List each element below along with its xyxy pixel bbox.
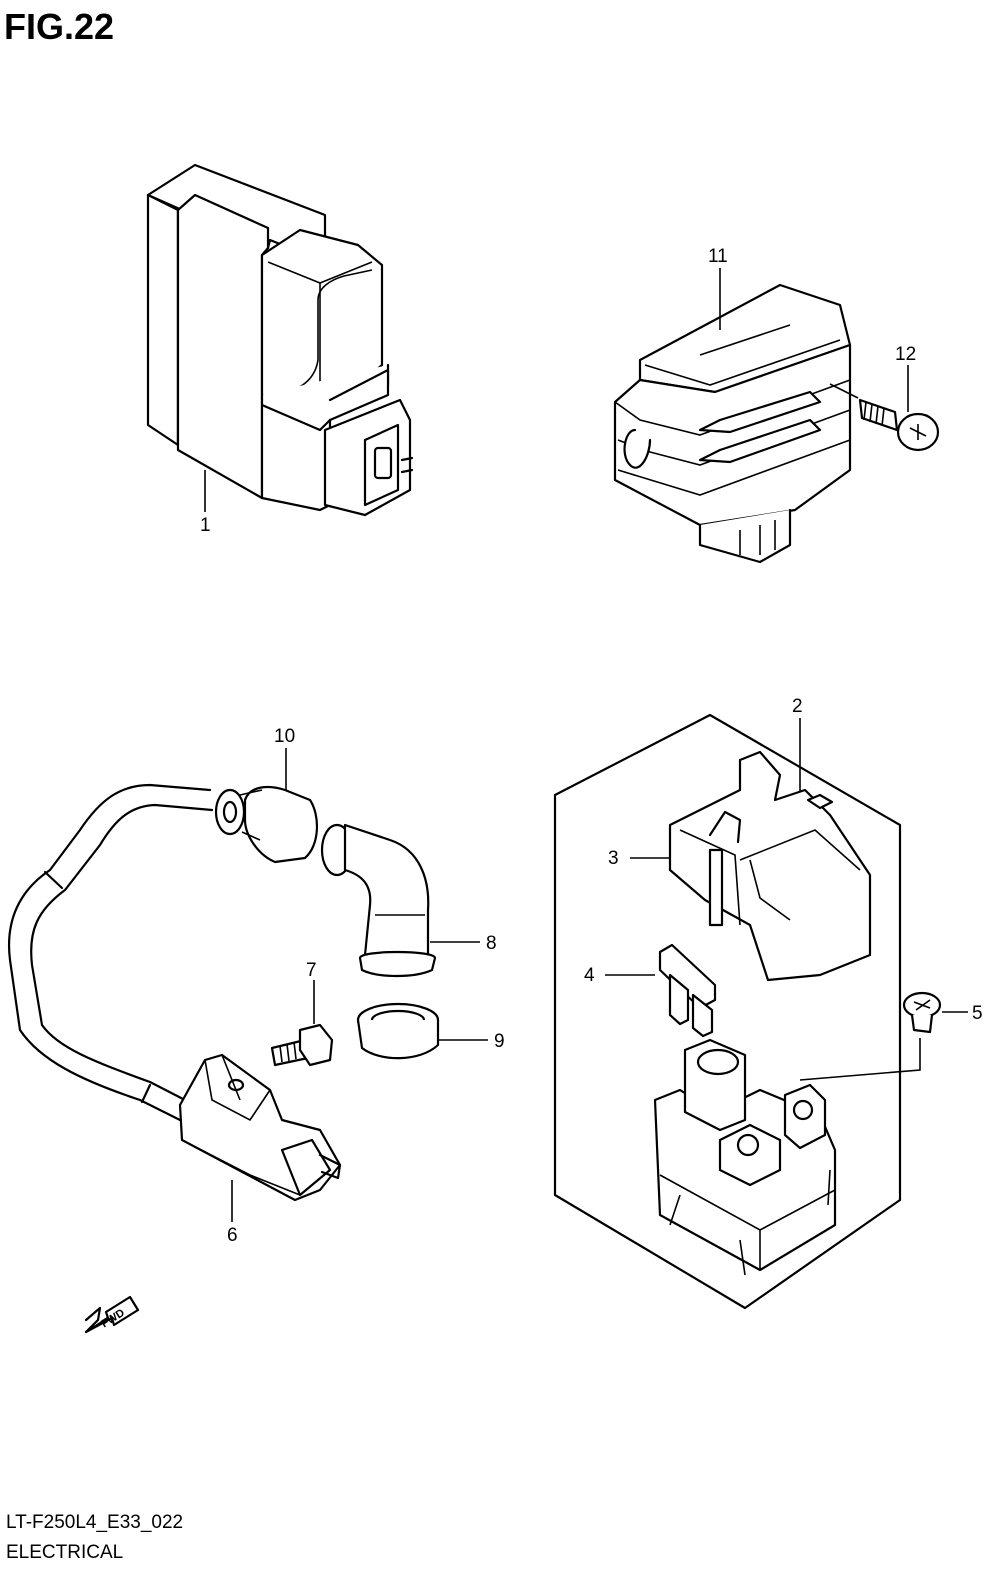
- part-4-fuse: 4: [584, 943, 717, 1038]
- part-7-bolt: 7: [270, 960, 334, 1067]
- fwd-arrow-icon: FWD: [84, 1295, 140, 1334]
- callout-12: 12: [895, 344, 916, 365]
- diagram-caption: ELECTRICAL: [6, 1542, 124, 1563]
- starter-relay-body: [653, 1038, 837, 1276]
- callout-4: 4: [584, 965, 595, 986]
- part-6-ignition-coil: 6: [8, 783, 342, 1246]
- figure-title: FIG.22: [4, 6, 115, 47]
- callout-11: 11: [708, 246, 728, 267]
- callout-10: 10: [274, 726, 295, 747]
- callout-9: 9: [494, 1031, 505, 1052]
- part-12-bolt: 12: [829, 344, 940, 452]
- part-1-cdi-unit: 1: [146, 163, 414, 536]
- callout-6: 6: [227, 1225, 238, 1246]
- part-11-regulator: 11: [613, 246, 852, 564]
- part-8-plug-cap-elbow: 8: [320, 823, 497, 978]
- callout-7: 7: [306, 960, 317, 981]
- part-3-relay-cover: 3: [608, 750, 872, 982]
- callout-1: 1: [200, 515, 211, 536]
- part-9-seal-ring: 9: [356, 1002, 505, 1060]
- callout-3: 3: [608, 848, 619, 869]
- part-10-ignition-coil-cap: 10: [214, 726, 319, 864]
- callout-8: 8: [486, 933, 497, 954]
- callout-2: 2: [792, 696, 803, 717]
- diagram-code: LT-F250L4_E33_022: [6, 1512, 184, 1533]
- part-5-screw: 5: [799, 991, 983, 1081]
- callout-5: 5: [972, 1003, 983, 1024]
